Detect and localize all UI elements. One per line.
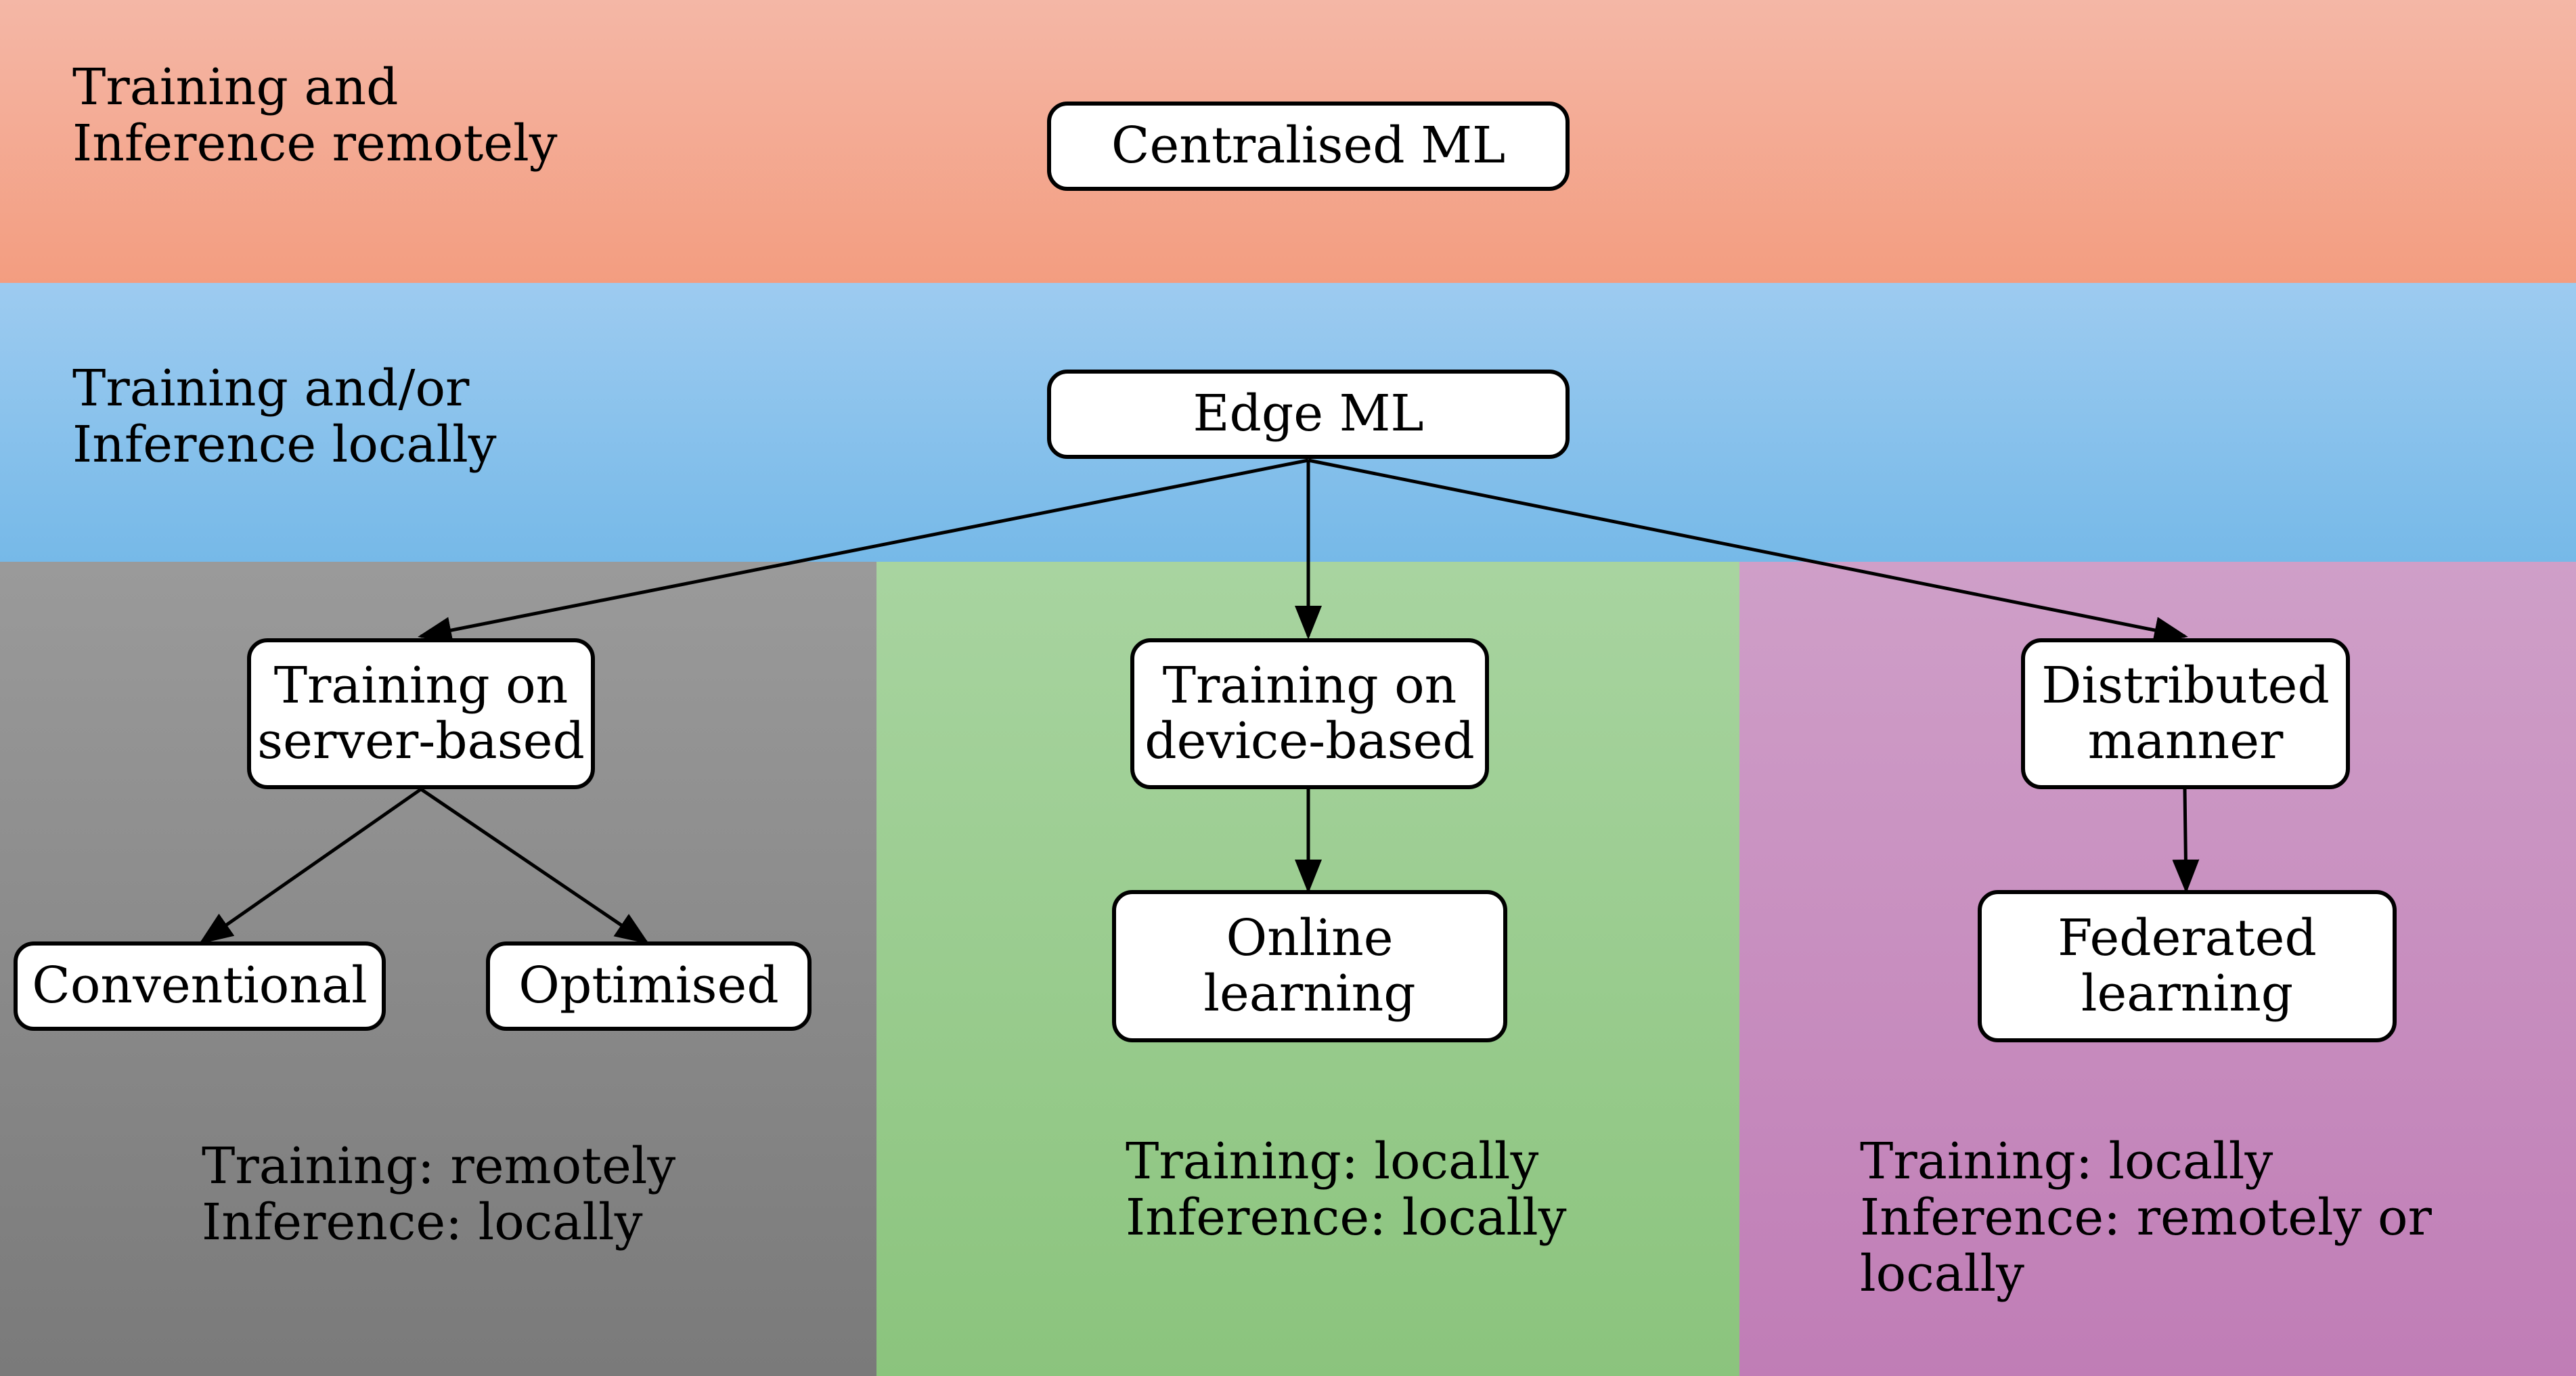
edge-ml-label: Edge ML xyxy=(1193,384,1424,443)
distributed-manner-label: Distributed manner xyxy=(2041,657,2330,770)
optimised-node: Optimised xyxy=(486,941,812,1031)
distributed-summary: Training: locally Inference: remotely or… xyxy=(1860,1132,2432,1303)
local-band-label: Training and/or Inference locally xyxy=(72,359,497,474)
device-based-node: Training on device-based xyxy=(1130,638,1489,789)
arrow-distributed-to-federated xyxy=(2172,789,2200,893)
distributed-manner-node: Distributed manner xyxy=(2021,638,2350,789)
server-based-node: Training on server-based xyxy=(247,638,595,789)
online-learning-label: Online learning xyxy=(1203,909,1416,1023)
device-based-summary: Training: locally Inference: locally xyxy=(1126,1132,1567,1247)
online-learning-node: Online learning xyxy=(1112,890,1507,1042)
federated-learning-node: Federated learning xyxy=(1978,890,2397,1042)
server-based-summary: Training: remotely Inference: locally xyxy=(202,1137,676,1251)
arrow-server-to-conventional xyxy=(198,787,422,944)
server-based-label: Training on server-based xyxy=(257,657,585,770)
centralised-ml-node: Centralised ML xyxy=(1047,102,1570,191)
federated-learning-label: Federated learning xyxy=(2058,909,2317,1023)
conventional-label: Conventional xyxy=(32,956,368,1015)
arrow-edge-to-server xyxy=(418,458,1309,644)
centralised-ml-label: Centralised ML xyxy=(1111,116,1506,175)
conventional-node: Conventional xyxy=(14,941,386,1031)
remote-band-label: Training and Inference remotely xyxy=(72,58,558,173)
device-based-label: Training on device-based xyxy=(1145,657,1475,770)
arrow-edge-to-distributed xyxy=(1308,458,2188,644)
edge-ml-node: Edge ML xyxy=(1047,370,1570,459)
arrow-server-to-optimised xyxy=(420,787,650,944)
optimised-label: Optimised xyxy=(518,956,779,1015)
